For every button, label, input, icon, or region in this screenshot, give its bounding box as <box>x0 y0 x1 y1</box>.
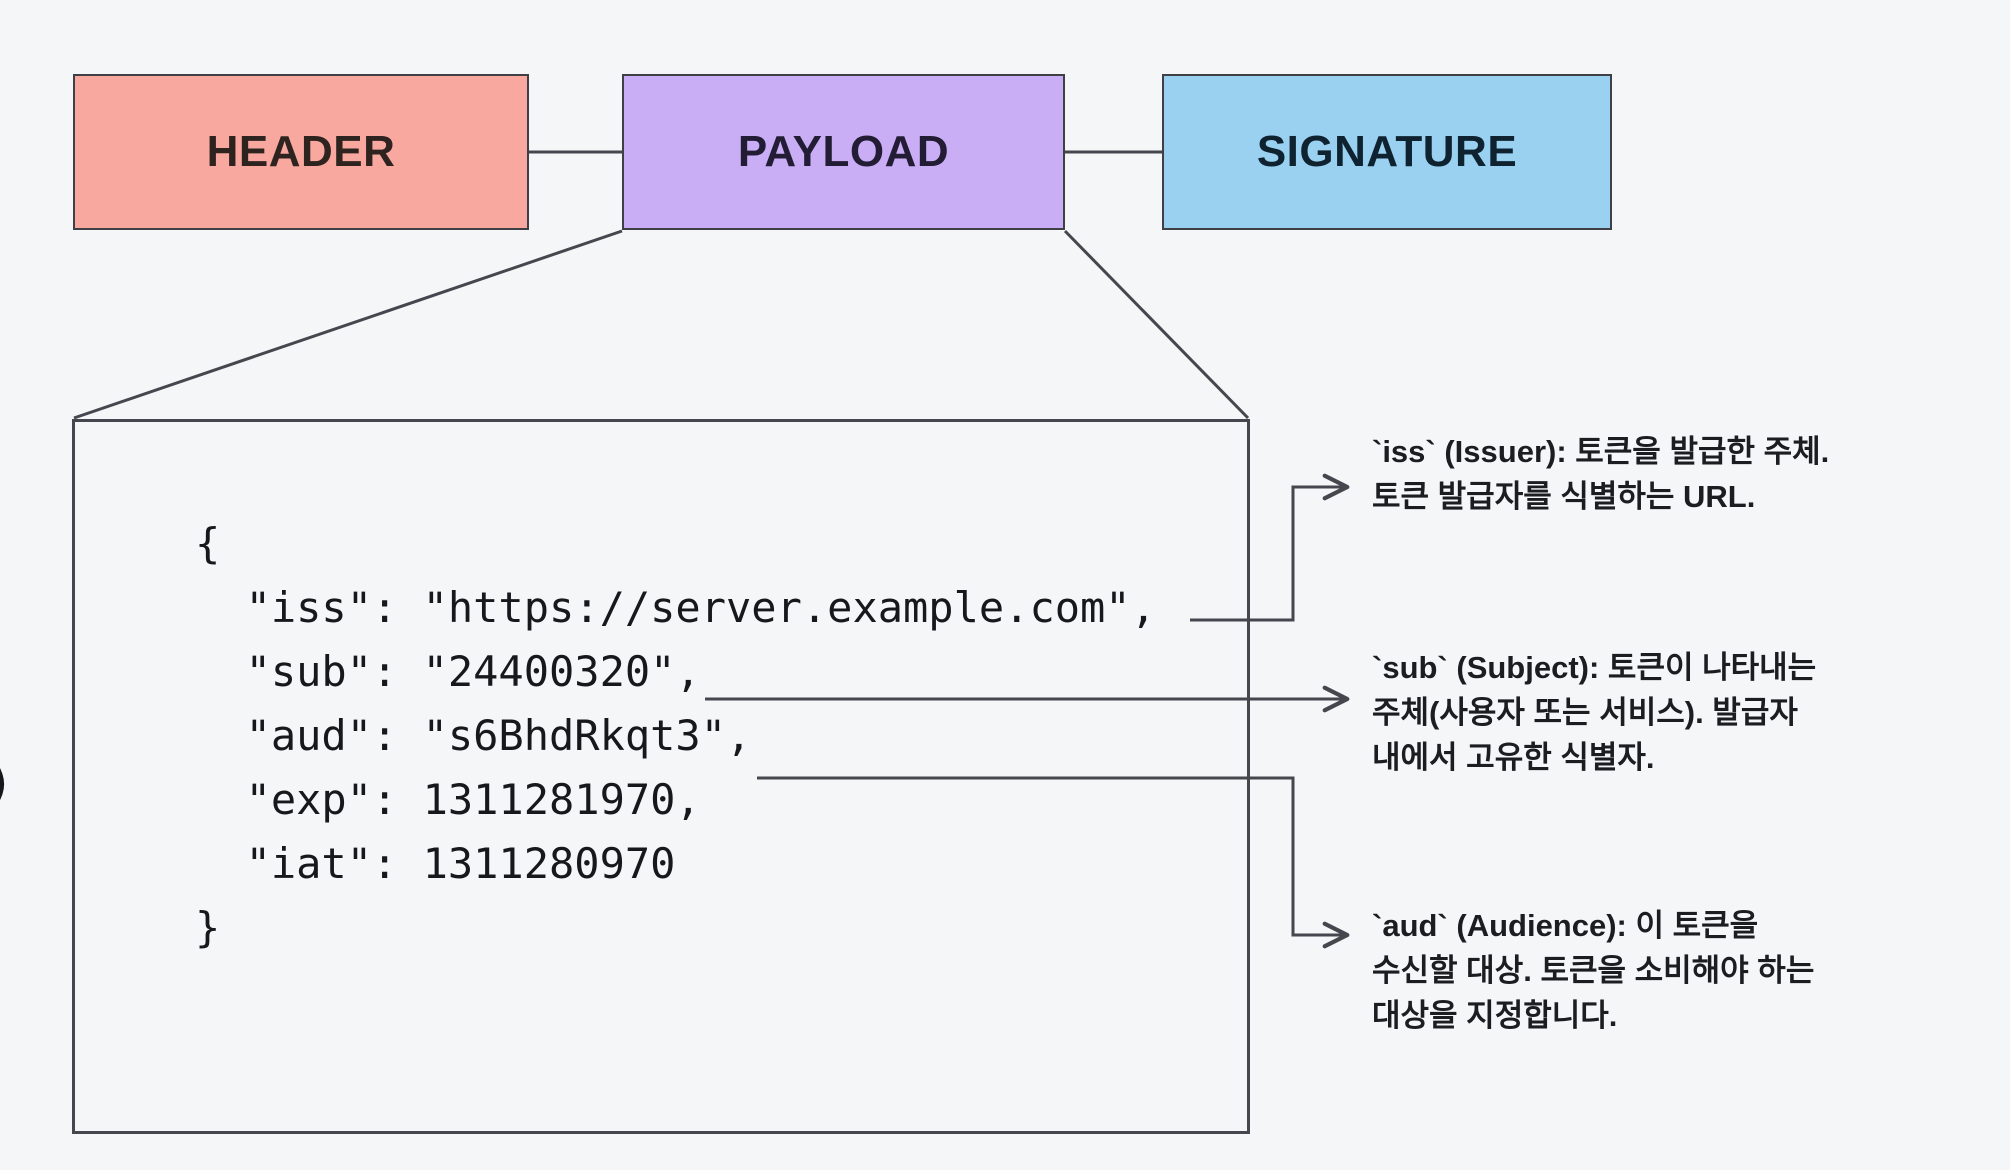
token-box-payload: PAYLOAD <box>622 74 1065 230</box>
annotation-aud: `aud` (Audience): 이 토큰을 수신할 대상. 토큰을 소비해야… <box>1372 908 1815 1033</box>
token-box-signature: SIGNATURE <box>1162 74 1612 230</box>
token-box-header: HEADER <box>73 74 529 230</box>
payload-json-code: { "iss": "https://server.example.com", "… <box>195 519 1156 952</box>
annotation-sub: `sub` (Subject): 토큰이 나타내는 주체(사용자 또는 서비스)… <box>1372 650 1817 775</box>
annotation-iss: `iss` (Issuer): 토큰을 발급한 주체. 토큰 발급자를 식별하는… <box>1372 434 1830 514</box>
funnel-line-right <box>1063 229 1250 420</box>
payload-code-panel: { "iss": "https://server.example.com", "… <box>72 419 1250 1134</box>
token-box-signature-label: SIGNATURE <box>1256 127 1518 176</box>
token-box-header-label: HEADER <box>206 127 396 176</box>
token-box-payload-label: PAYLOAD <box>737 127 950 176</box>
stray-glyph: ) <box>0 756 14 810</box>
funnel-line-left <box>73 229 623 420</box>
